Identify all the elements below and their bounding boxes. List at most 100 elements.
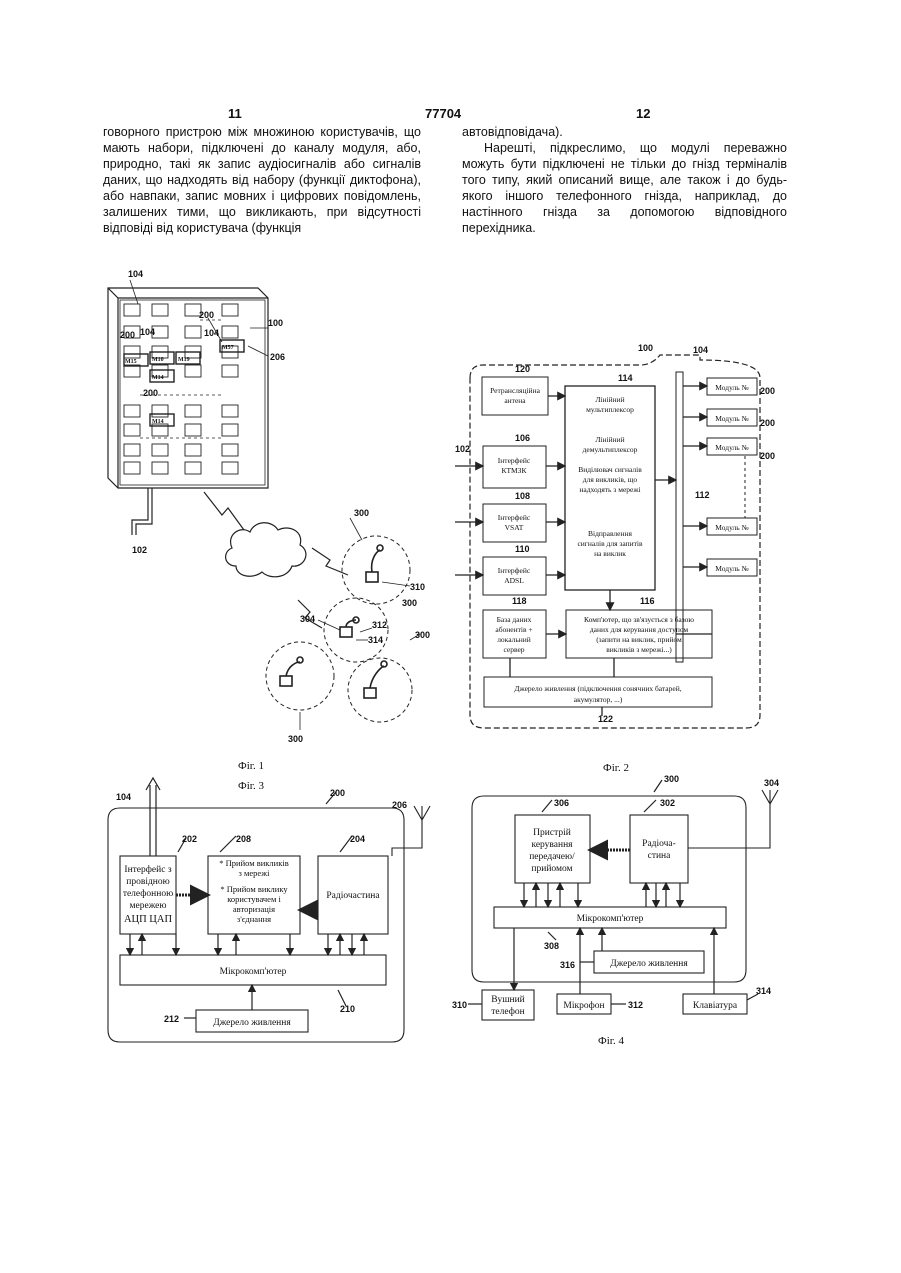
box-text: ADSL: [504, 576, 524, 585]
ref-208: 208: [236, 834, 251, 844]
ref-306: 306: [554, 798, 569, 808]
network-cloud: [226, 523, 306, 577]
fig3-text: 104 200 206 202 208 204 212 210 Інтерфей…: [116, 788, 407, 1028]
ref-310: 310: [410, 582, 425, 592]
module-tag: M14: [152, 419, 164, 425]
box-text: провідною: [126, 877, 169, 887]
box-text: Відправлення: [588, 529, 633, 538]
terminal-cabinet: [108, 288, 268, 488]
box-text: для викликів, що: [583, 475, 638, 484]
module-label: Модуль №: [715, 443, 748, 452]
box-text: Радіочастина: [326, 891, 380, 901]
ref-200: 200: [760, 418, 775, 428]
box-text: викликів з мережі...): [606, 645, 672, 654]
radio-box: [630, 815, 688, 883]
module-label: Модуль №: [715, 383, 748, 392]
box-text: сигналів для запитів: [577, 539, 643, 548]
box-text: VSAT: [505, 523, 524, 532]
box-text: абонентів +: [495, 625, 532, 634]
module-300-outline: [472, 796, 746, 982]
fig2-caption: Фіг. 2: [603, 762, 629, 774]
ref-106: 106: [515, 433, 530, 443]
ref-312: 312: [628, 1000, 643, 1010]
ref-200: 200: [120, 330, 135, 340]
box-text: Виділювач сигналів: [578, 465, 642, 474]
ref-200: 200: [143, 388, 158, 398]
module-tag: M10: [152, 357, 164, 363]
ref-312: 312: [372, 620, 387, 630]
box-text: Комп'ютер, що зв'язується з базою: [584, 615, 694, 624]
ref-200: 200: [760, 386, 775, 396]
box-text: Інтерфейс: [498, 456, 531, 465]
box-text: Вушний: [491, 994, 525, 1005]
ref-200: 200: [760, 451, 775, 461]
module-label: Модуль №: [715, 523, 748, 532]
fig1-caption: Фіг. 1: [238, 760, 264, 772]
box-text: Інтерфейс: [498, 566, 531, 575]
ref-300: 300: [415, 630, 430, 640]
box-text: антена: [504, 396, 526, 405]
box-text: передачею/: [529, 852, 575, 862]
box-text: телефонною: [123, 888, 173, 899]
box-text: локальний: [497, 635, 531, 644]
box-text: База даних: [497, 615, 532, 624]
ref-108: 108: [515, 491, 530, 501]
box-text: даних для керування доступом: [590, 625, 689, 634]
ref-300: 300: [664, 774, 679, 784]
ref-102: 102: [455, 444, 470, 454]
ref-310: 310: [452, 1000, 467, 1010]
box-text: Мікрокомп'ютер: [577, 914, 644, 924]
box-text: прийомом: [531, 863, 572, 874]
ref-104: 104: [128, 269, 143, 279]
ref-202: 202: [182, 834, 197, 844]
box-text: мультиплексор: [586, 405, 634, 414]
box-text: (запити на виклик, прийом: [596, 635, 682, 644]
ref-300: 300: [288, 734, 303, 744]
module-tag: M14: [152, 375, 164, 381]
ref-314: 314: [368, 635, 383, 645]
plugged-modules: [124, 340, 244, 426]
box-text: акумулятор, ...): [574, 695, 623, 704]
ref-200: 200: [330, 788, 345, 798]
ref-100: 100: [268, 318, 283, 328]
ref-122: 122: [598, 714, 613, 724]
ref-300: 300: [354, 508, 369, 518]
ref-116: 116: [640, 596, 655, 606]
box-text: Пристрій: [533, 827, 571, 838]
fig3-caption: Фіг. 3: [238, 780, 265, 792]
box-text: Інтерфейс: [498, 513, 531, 522]
ref-206: 206: [392, 800, 407, 810]
ref-200: 200: [199, 310, 214, 320]
box-text: керування: [531, 840, 573, 850]
figure-1: [108, 280, 420, 730]
ref-112: 112: [695, 490, 710, 500]
box-text: авторизація: [233, 904, 275, 914]
box-text: Мікрокомп'ютер: [220, 967, 287, 977]
box-text: Джерело живлення (підключення сонячних б…: [514, 684, 681, 693]
box-text: Джерело живлення: [610, 959, 688, 969]
link-zigzag-1: [204, 492, 244, 530]
box-text: сервер: [503, 645, 524, 654]
ref-316: 316: [560, 960, 575, 970]
box-text: стина: [648, 851, 672, 861]
ref-102: 102: [132, 545, 147, 555]
ref-104: 104: [204, 328, 219, 338]
ref-114: 114: [618, 373, 633, 383]
fig2-text: 100 104 114 120 102 106 108 110 112 118 …: [455, 343, 775, 724]
box-text: мережею: [130, 901, 167, 911]
ref-104: 104: [693, 345, 708, 355]
ref-118: 118: [512, 596, 527, 606]
ref-300: 300: [402, 598, 417, 608]
ref-120: 120: [515, 364, 530, 374]
box-text: Клавіатура: [693, 1001, 738, 1011]
ref-210: 210: [340, 1004, 355, 1014]
ref-110: 110: [515, 544, 530, 554]
module-tag: M57: [222, 345, 234, 351]
module-label: Модуль №: [715, 414, 748, 423]
ref-104: 104: [116, 792, 131, 802]
box-text: Ретрансляційна: [490, 386, 541, 395]
module-tag: M15: [125, 359, 137, 365]
ref-104: 104: [140, 327, 155, 337]
box-text: Джерело живлення: [213, 1018, 291, 1028]
